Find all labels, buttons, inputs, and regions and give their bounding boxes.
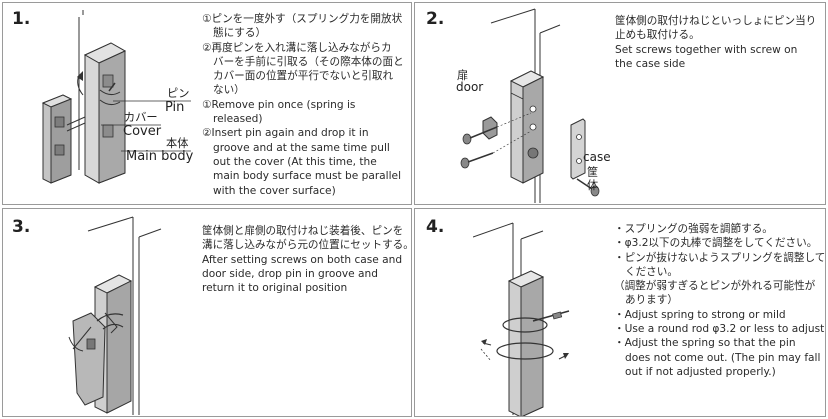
instruction-line: groove and at the same time pull <box>213 141 390 154</box>
cover-label-en: Cover <box>123 124 162 139</box>
step-4-number: 4. <box>426 217 445 237</box>
instruction-line: ・スプリングの強弱を調節する。 <box>614 223 773 235</box>
door-label-jp: 扉 <box>457 69 469 82</box>
case-plate <box>570 118 586 180</box>
instruction-line: ②再度ピンを入れ溝に落し込みながらカ <box>202 41 392 54</box>
instruction-line: ・ピンが抜けないようスプリングを調整して <box>614 251 826 264</box>
step-3-illustration <box>68 216 162 415</box>
instruction-line: 止めも取付ける。 <box>615 29 700 42</box>
instruction-line: does not come out. (The pin may fall <box>625 351 821 364</box>
instruction-line: Set screws together with screw on <box>615 43 798 56</box>
case-label-jp-2: 体 <box>587 179 599 192</box>
case-label-jp-1: 筐 <box>587 166 599 179</box>
pin-label-en: Pin <box>165 100 185 115</box>
instruction-line: ②Insert pin again and drop it in <box>202 127 369 140</box>
cover-label-jp: カバー <box>124 111 158 124</box>
instruction-line: バーを手前に引取る（その際本体の面と <box>213 55 404 68</box>
step-1-panel: 1. <box>2 2 412 205</box>
hinge-door-side <box>509 70 545 184</box>
instruction-line: ①ピンを一度外す（スプリング力を開放状 <box>202 13 403 25</box>
instruction-line: 態にする） <box>213 27 267 40</box>
instruction-line: 溝に落し込みながら元の位置にセットする。 <box>202 239 412 252</box>
instruction-line: the case side <box>615 57 686 70</box>
instruction-line: ください。 <box>625 265 678 278</box>
step-2-number: 2. <box>426 9 445 29</box>
step-3-number: 3. <box>12 217 31 237</box>
hinge-main-body <box>83 42 127 184</box>
screw-left-top <box>462 126 498 145</box>
instruction-line: 筐体側と扉側の取付けねじ装着後、ピンを <box>202 225 404 237</box>
pin-label-jp: ピン <box>167 87 190 100</box>
body-label-jp: 本体 <box>166 137 189 150</box>
instruction-line: out the cover (At this time, the <box>213 155 377 168</box>
screw-right <box>576 178 600 197</box>
step-3-panel: 3. 筐体側と扉側の取付けねじ装着後、ピンを溝に落し込みながら元の位置にセットす… <box>2 208 412 417</box>
case-label-en: case <box>583 150 611 164</box>
step-2-panel: 2. <box>414 2 826 205</box>
instruction-line: door side, drop pin in groove and <box>202 267 378 280</box>
instruction-line: main body surface must be parallel <box>213 170 402 183</box>
step-1-illustration <box>41 10 191 184</box>
step-1-instructions: ①ピンを一度外す（スプリング力を開放状態にする）②再度ピンを入れ溝に落し込みなが… <box>202 12 404 198</box>
body-label-en: Main body <box>126 149 194 164</box>
step-4-panel: 4. ・スプリングの強弱を調節する。・φ3.2以下の丸棒で調整をしてください。・… <box>414 208 826 417</box>
instruction-line: ・φ3.2以下の丸棒で調整をしてください。 <box>614 237 818 250</box>
instruction-line: released) <box>213 113 263 126</box>
instruction-line: ・Adjust the spring so that the pin <box>614 337 796 350</box>
step-4-instructions: ・スプリングの強弱を調節する。・φ3.2以下の丸棒で調整をしてください。・ピンが… <box>614 222 826 379</box>
step-2-instructions: 筐体側の取付けねじといっしょにピン当り止めも取付ける。Set screws to… <box>615 14 816 71</box>
instruction-line: out if not adjusted properly.) <box>625 365 776 378</box>
instruction-line: with the cover surface) <box>213 184 336 197</box>
instruction-line: 筐体側の取付けねじといっしょにピン当り <box>615 15 817 27</box>
door-label-en: door <box>456 80 484 94</box>
instruction-line: あります） <box>625 294 678 307</box>
instruction-line: ①Remove pin once (spring is <box>202 98 356 111</box>
step-4-illustration <box>473 222 570 416</box>
hinge-cover-open <box>72 312 106 406</box>
instruction-line: カバー面の位置が平行でないと引取れ <box>213 70 394 83</box>
instruction-line: （調整が弱すぎるとピンが外れる可能性が <box>614 280 816 293</box>
instruction-line: ない） <box>213 84 245 97</box>
instruction-line: ・Use a round rod φ3.2 or less to adjust. <box>614 323 826 336</box>
instruction-line: ・Adjust spring to strong or mild <box>614 308 786 321</box>
step-2-illustration <box>460 8 600 203</box>
instruction-line: After setting screws on both case and <box>202 253 403 266</box>
instruction-line: return it to original position <box>202 282 348 295</box>
step-3-instructions: 筐体側と扉側の取付けねじ装着後、ピンを溝に落し込みながら元の位置にセットする。A… <box>202 224 412 295</box>
screw-left-bottom <box>460 152 494 169</box>
step-1-number: 1. <box>12 9 31 29</box>
hinge-cover <box>41 94 86 184</box>
